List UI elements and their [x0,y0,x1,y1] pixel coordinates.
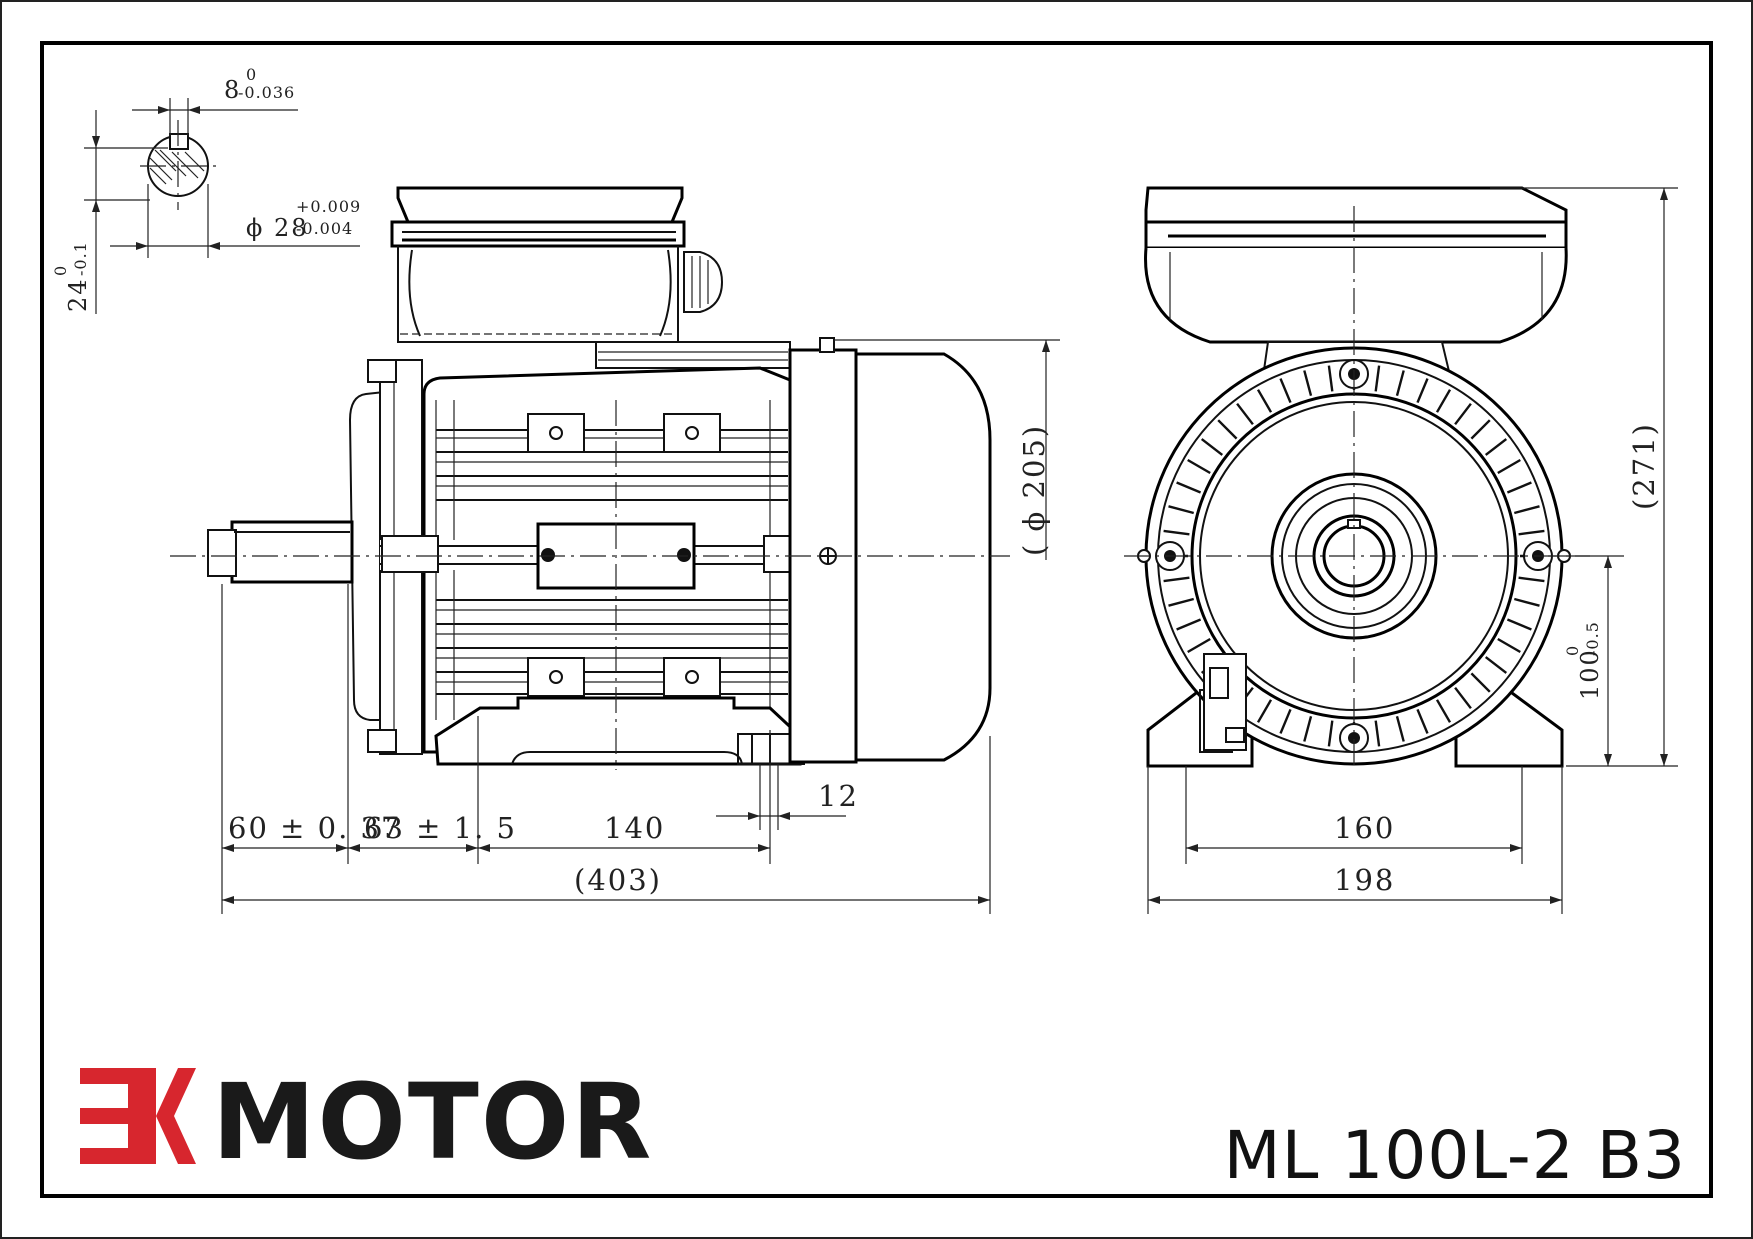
key-height-tol-lower: -0.1 [71,241,90,276]
cooling-fin [1374,720,1381,747]
model-number: ML 100L-2 B3 [1224,1117,1686,1194]
cooling-fin [1256,389,1273,413]
shaft-length-label: 60 ± 0. 37 [228,811,401,845]
shaft-height-label: 100 [1576,648,1604,700]
shaft-diameter-tol-lower: -0.004 [296,219,353,238]
cooling-fin [1163,529,1190,536]
cooling-fin [1513,597,1540,607]
cooling-fin [1484,438,1508,456]
overall-length-label: (403) [574,863,662,897]
key-height-label: 24 [64,277,92,312]
shaft-diameter-tol-upper: +0.009 [296,197,361,216]
cooling-fin [1374,365,1381,392]
cooling-fin [1176,618,1202,631]
key-height-tol-upper: 0 [51,265,70,276]
logo-mark [80,1068,196,1164]
cooling-fin [1395,715,1405,742]
cooling-fin [1200,438,1224,456]
shaft-cross-section: 8 0 -0.036 ϕ 28 +0.009 -0.004 24 0 -0.1 [51,65,361,314]
foot-width-label: 198 [1334,863,1395,897]
cooling-fin [1327,720,1334,747]
overall-height-label: (271) [1627,422,1661,510]
cooling-fin [1256,699,1273,723]
brand-name: MOTOR [212,1061,653,1183]
drawing-frame [40,41,1713,1198]
key-width-label: 8 [224,76,241,104]
cooling-fin [1435,389,1452,413]
cooling-fin [1279,378,1292,404]
cooling-fin [1513,505,1540,515]
foot-hole-spacing-label: 160 [1334,811,1395,845]
shaft-height-tol-lower: -0.5 [1583,621,1602,656]
motor-end-view: (271) 100 0 -0.5 160 198 [1124,186,1678,914]
cooling-fin [1454,686,1472,710]
cooling-fin [1435,699,1452,723]
cooling-fin [1518,529,1545,536]
key-width-tol-lower: -0.036 [238,83,295,102]
shaft-height-tol-upper: 0 [1563,645,1582,656]
cooling-fin [1470,419,1491,440]
cooling-fin [1217,419,1238,440]
cooling-fin [1168,505,1195,515]
cooling-fin [1327,365,1334,392]
cooling-fin [1497,637,1521,654]
cooling-fin [1518,576,1545,583]
cooling-fin [1303,370,1313,397]
cooling-fin [1236,402,1254,426]
cooling-fin [1506,618,1532,631]
cooling-fin [1416,378,1429,404]
cooling-fin [1506,481,1532,494]
cooling-fin [1454,402,1472,426]
cooling-fin [1163,576,1190,583]
motor-side-view: ( ϕ 205) 60 ± 0. 37 63 ± 1. 5 140 12 (40… [170,186,1060,914]
cooling-fin [1303,715,1313,742]
shaft-diameter-label: ϕ 28 [246,214,309,242]
hole-spacing-label: 140 [604,811,665,845]
flange-diameter-label: ( ϕ 205) [1017,424,1051,556]
cooling-fin [1168,597,1195,607]
cooling-fin [1187,637,1211,654]
cooling-fin [1484,656,1508,674]
shoulder-to-hole-label: 63 ± 1. 5 [364,811,517,845]
cooling-fin [1416,708,1429,734]
brand-logo: MOTOR [80,1061,653,1183]
cooling-fin [1187,458,1211,475]
key-width-tol-upper: 0 [246,65,257,84]
cooling-fin [1395,370,1405,397]
cooling-fin [1176,481,1202,494]
cooling-fin [1470,672,1491,693]
cooling-fin [1279,708,1292,734]
cooling-fin [1497,458,1521,475]
hole-diameter-label: 12 [818,779,859,813]
